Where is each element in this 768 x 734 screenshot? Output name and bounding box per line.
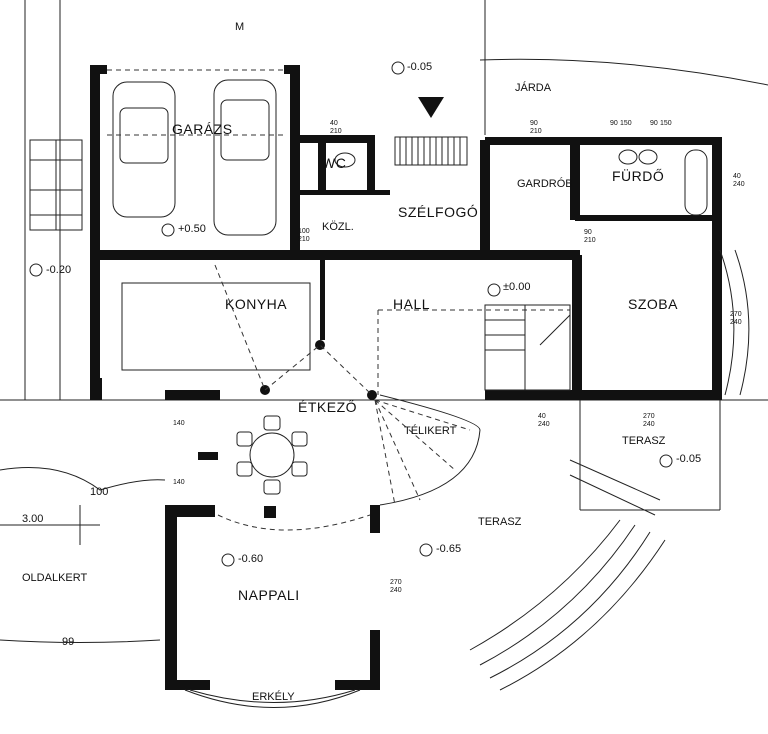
- dining-table: [236, 415, 308, 495]
- svg-text:210: 210: [530, 128, 542, 135]
- svg-text:90: 90: [584, 229, 592, 236]
- walls: [90, 65, 722, 690]
- label-terrace-small: TERASZ: [622, 435, 666, 447]
- svg-text:40: 40: [733, 173, 741, 180]
- bathtub: [684, 149, 708, 216]
- svg-text:210: 210: [584, 237, 596, 244]
- contour-99: 99: [62, 636, 74, 648]
- label-wc: WC: [322, 155, 346, 171]
- balcony-railing: [184, 689, 361, 708]
- svg-text:240: 240: [733, 181, 745, 188]
- label-terrace-main: TERASZ: [478, 516, 522, 528]
- svg-text:240: 240: [643, 421, 655, 428]
- svg-text:100: 100: [298, 228, 310, 235]
- level-terrace-main: -0.65: [436, 543, 461, 555]
- svg-text:90: 90: [530, 120, 538, 127]
- label-side-garden: OLDALKERT: [22, 572, 87, 584]
- level-entrance: -0.05: [407, 61, 432, 73]
- label-living: NAPPALI: [238, 587, 300, 603]
- label-dining: ÉTKEZŐ: [298, 399, 357, 415]
- level-terrace-small: -0.05: [676, 453, 701, 465]
- toilet: [334, 152, 356, 168]
- level-living: -0.60: [238, 553, 263, 565]
- svg-text:210: 210: [330, 128, 342, 135]
- level-markers: [29, 61, 673, 567]
- label-bathroom: FÜRDŐ: [612, 167, 664, 184]
- svg-text:240: 240: [538, 421, 550, 428]
- svg-text:150: 150: [660, 120, 672, 127]
- entrance-marker-icon: [418, 97, 444, 118]
- label-balcony: ERKÉLY: [252, 690, 295, 703]
- sink-right: [638, 149, 658, 165]
- car-right: [213, 79, 277, 236]
- svg-text:210: 210: [298, 236, 310, 243]
- label-bedroom: SZOBA: [628, 296, 678, 312]
- label-corridor: KÖZL.: [322, 221, 354, 233]
- svg-text:40: 40: [330, 120, 338, 127]
- contour-100: 100: [90, 486, 108, 498]
- label-wardrobe: GARDRÓB: [517, 177, 573, 190]
- svg-text:240: 240: [730, 319, 742, 326]
- svg-text:270: 270: [643, 413, 655, 420]
- hall-staircase: [484, 304, 571, 391]
- svg-text:40: 40: [538, 413, 546, 420]
- label-kitchen: KONYHA: [225, 296, 287, 312]
- svg-text:150: 150: [620, 120, 632, 127]
- level-hall: ±0.00: [503, 281, 530, 293]
- label-north: M: [235, 21, 244, 33]
- level-garden: 3.00: [22, 513, 43, 525]
- label-hall: HALL: [393, 296, 430, 312]
- svg-text:270: 270: [390, 579, 402, 586]
- label-vestibule: SZÉLFOGÓ: [398, 204, 478, 220]
- side-shutter: [29, 139, 83, 231]
- car-left: [112, 81, 176, 218]
- level-garage: +0.50: [178, 223, 206, 235]
- label-garage: GARÁZS: [172, 121, 233, 137]
- label-winter-garden: TÉLIKERT: [404, 424, 457, 437]
- svg-text:90: 90: [610, 120, 618, 127]
- label-sidewalk: JÁRDA: [515, 81, 552, 94]
- site-lines: [0, 0, 768, 643]
- sink-left: [618, 149, 638, 165]
- kitchen-counter: [121, 282, 311, 371]
- svg-text:90: 90: [650, 120, 658, 127]
- svg-text:270: 270: [730, 311, 742, 318]
- level-side: -0.20: [46, 264, 71, 276]
- svg-text:240: 240: [390, 587, 402, 594]
- garden-stairs: [469, 249, 750, 691]
- svg-text:140: 140: [173, 420, 185, 427]
- entrance-stairs: [394, 136, 468, 166]
- svg-text:140: 140: [173, 479, 185, 486]
